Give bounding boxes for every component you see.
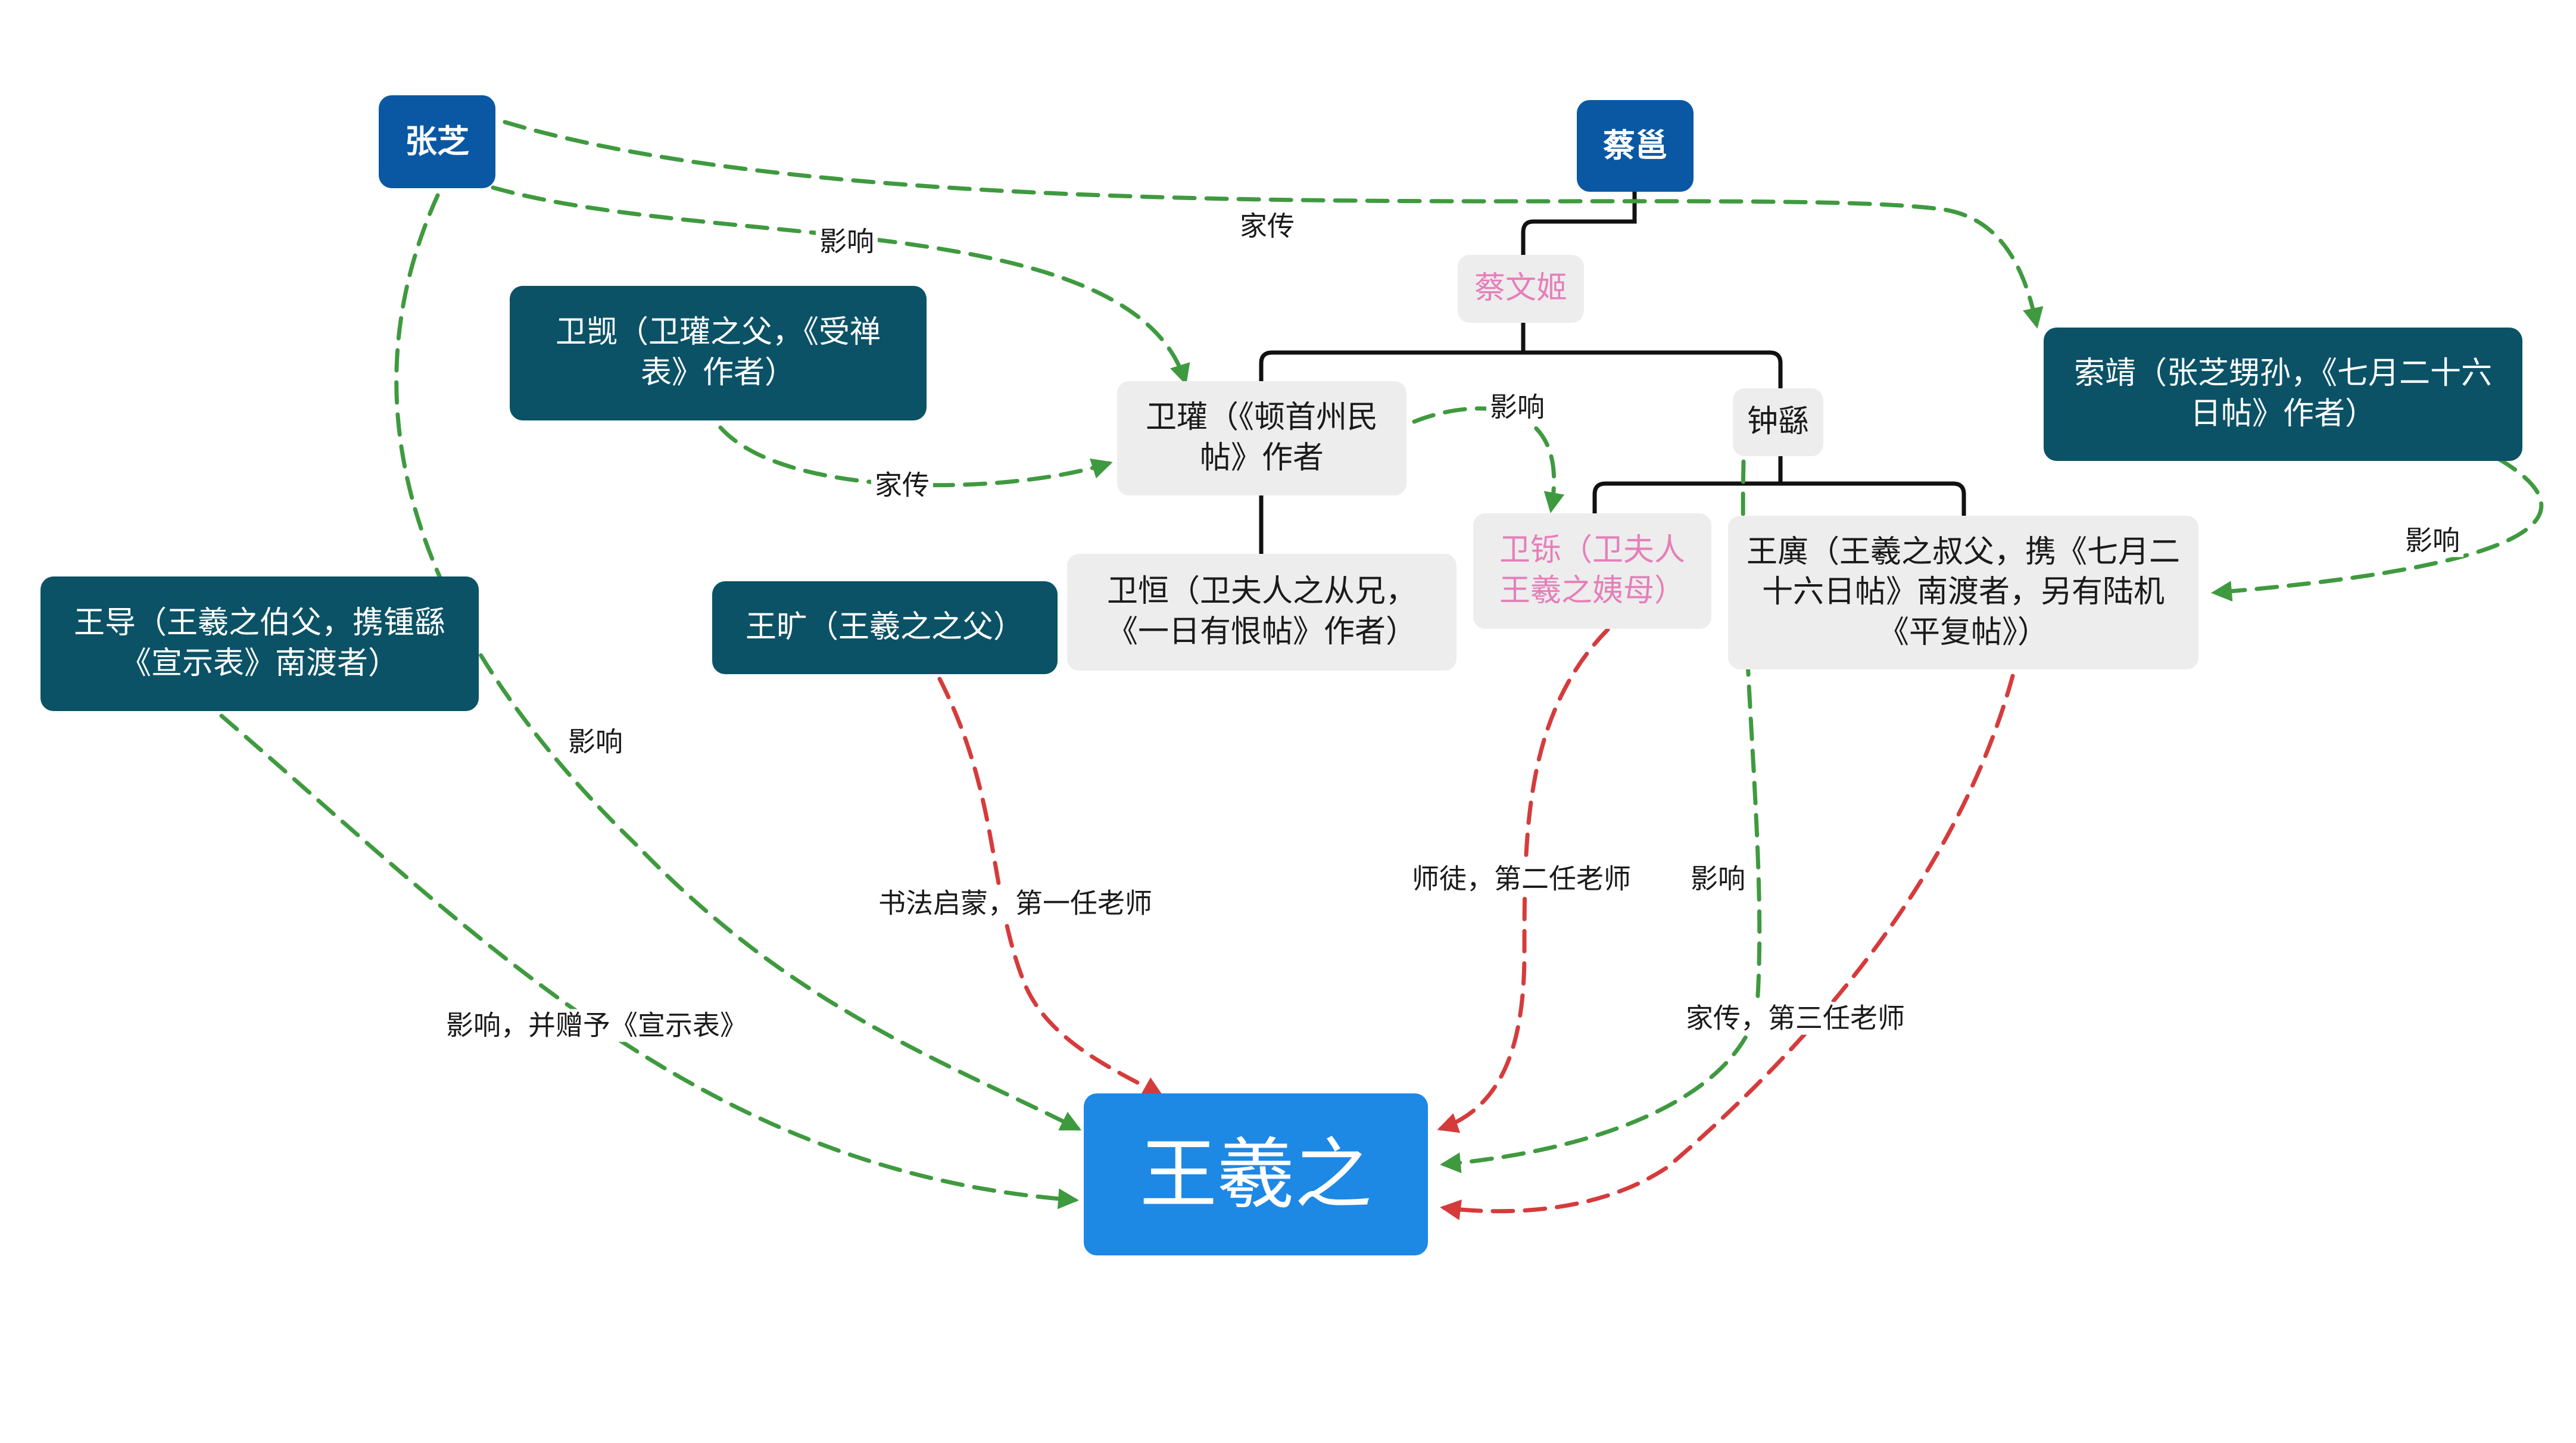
edge-label-weiyi-weiguan: 家传 bbox=[871, 469, 933, 502]
node-caiwenji-label: 蔡文姬 bbox=[1474, 270, 1567, 307]
node-weiheng[interactable]: 卫恒（卫夫人之从兄，《一日有恨帖》作者） bbox=[1067, 554, 1457, 671]
node-wangyi[interactable]: 王廙（王羲之叔父，携《七月二十六日帖》南渡者，另有陆机《平复帖》） bbox=[1728, 516, 2198, 669]
node-wangyi-label: 王廙（王羲之叔父，携《七月二十六日帖》南渡者，另有陆机《平复帖》） bbox=[1746, 534, 2180, 650]
edge-label-wangkuang-wangxizhi: 书法启蒙，第一任老师 bbox=[875, 887, 1156, 920]
node-caiwenji[interactable]: 蔡文姬 bbox=[1458, 255, 1584, 323]
edge-wangdao-wangxizhi bbox=[219, 713, 1079, 1210]
edge-label-weishuo-wangxizhi: 师徒，第二任老师 bbox=[1408, 862, 1635, 896]
edge-zhangzhi-wangxizhi bbox=[394, 193, 1082, 1131]
node-zhongyao[interactable]: 钟繇 bbox=[1733, 388, 1823, 456]
edge-weishuo-wangxizhi bbox=[1437, 627, 1610, 1133]
tree-line-caiyong-caiwenji bbox=[1521, 189, 1637, 255]
node-weiguan-label: 卫瓘（《顿首州民帖》作者 bbox=[1145, 400, 1378, 476]
node-weishuo[interactable]: 卫铄（卫夫人王羲之姨母） bbox=[1473, 513, 1711, 629]
tree-line-caiwenji-branch bbox=[1259, 350, 1783, 388]
edge-zhangzhi-suojing bbox=[503, 120, 2044, 329]
node-wangkuang[interactable]: 王旷（王羲之之父） bbox=[712, 581, 1058, 674]
node-weiyi[interactable]: 卫觊（卫瓘之父，《受禅表》作者） bbox=[510, 286, 927, 420]
edge-label-wangyi-wangxizhi: 家传，第三任老师 bbox=[1682, 1002, 1908, 1035]
node-wangxizhi-label: 王羲之 bbox=[1139, 1129, 1372, 1220]
edge-label-zhangzhi-weiguan: 影响 bbox=[816, 225, 878, 258]
node-caiyong[interactable]: 蔡邕 bbox=[1577, 100, 1694, 192]
edge-suojing-wangyi bbox=[2211, 456, 2544, 602]
node-weiguan[interactable]: 卫瓘（《顿首州民帖》作者 bbox=[1117, 381, 1406, 495]
node-caiyong-label: 蔡邕 bbox=[1603, 126, 1667, 164]
edge-label-zhangzhi-suojing: 家传 bbox=[1236, 210, 1298, 243]
node-zhongyao-label: 钟繇 bbox=[1747, 404, 1809, 440]
node-suojing[interactable]: 索靖（张芝甥孙，《七月二十六日帖》作者） bbox=[2044, 328, 2522, 461]
node-wangkuang-label: 王旷（王羲之之父） bbox=[745, 609, 1024, 646]
node-zhangzhi-label: 张芝 bbox=[405, 122, 469, 160]
node-zhangzhi[interactable]: 张芝 bbox=[379, 95, 495, 188]
edge-zhangzhi-weiguan bbox=[491, 185, 1190, 385]
node-weishuo-label: 卫铄（卫夫人王羲之姨母） bbox=[1499, 532, 1685, 609]
node-weiheng-label: 卫恒（卫夫人之从兄，《一日有恨帖》作者） bbox=[1106, 574, 1417, 650]
edge-wangyi-wangxizhi bbox=[1440, 674, 2015, 1220]
edge-wangkuang-wangxizhi bbox=[937, 677, 1164, 1097]
node-weiyi-label: 卫觊（卫瓘之父，《受禅表》作者） bbox=[555, 314, 881, 391]
node-wangxizhi[interactable]: 王羲之 bbox=[1084, 1093, 1428, 1255]
node-wangdao-label: 王导（王羲之伯父，携锺繇《宣示表》南渡者） bbox=[73, 605, 445, 681]
edge-label-wangdao-wangxizhi: 影响，并赠予《宣示表》 bbox=[442, 1009, 751, 1042]
tree-line-zhongyao-branch bbox=[1592, 481, 1966, 516]
edge-label-weiguan-weishuo: 影响 bbox=[1486, 391, 1548, 424]
edge-label-zhangzhi-wangxizhi: 影响 bbox=[565, 725, 626, 759]
edge-label-suojing-wangyi: 影响 bbox=[2402, 524, 2463, 557]
node-suojing-label: 索靖（张芝甥孙，《七月二十六日帖》作者） bbox=[2073, 356, 2492, 432]
node-wangdao[interactable]: 王导（王羲之伯父，携锺繇《宣示表》南渡者） bbox=[40, 576, 479, 711]
edge-label-zhongyao-wangxizhi: 影响 bbox=[1687, 862, 1749, 896]
